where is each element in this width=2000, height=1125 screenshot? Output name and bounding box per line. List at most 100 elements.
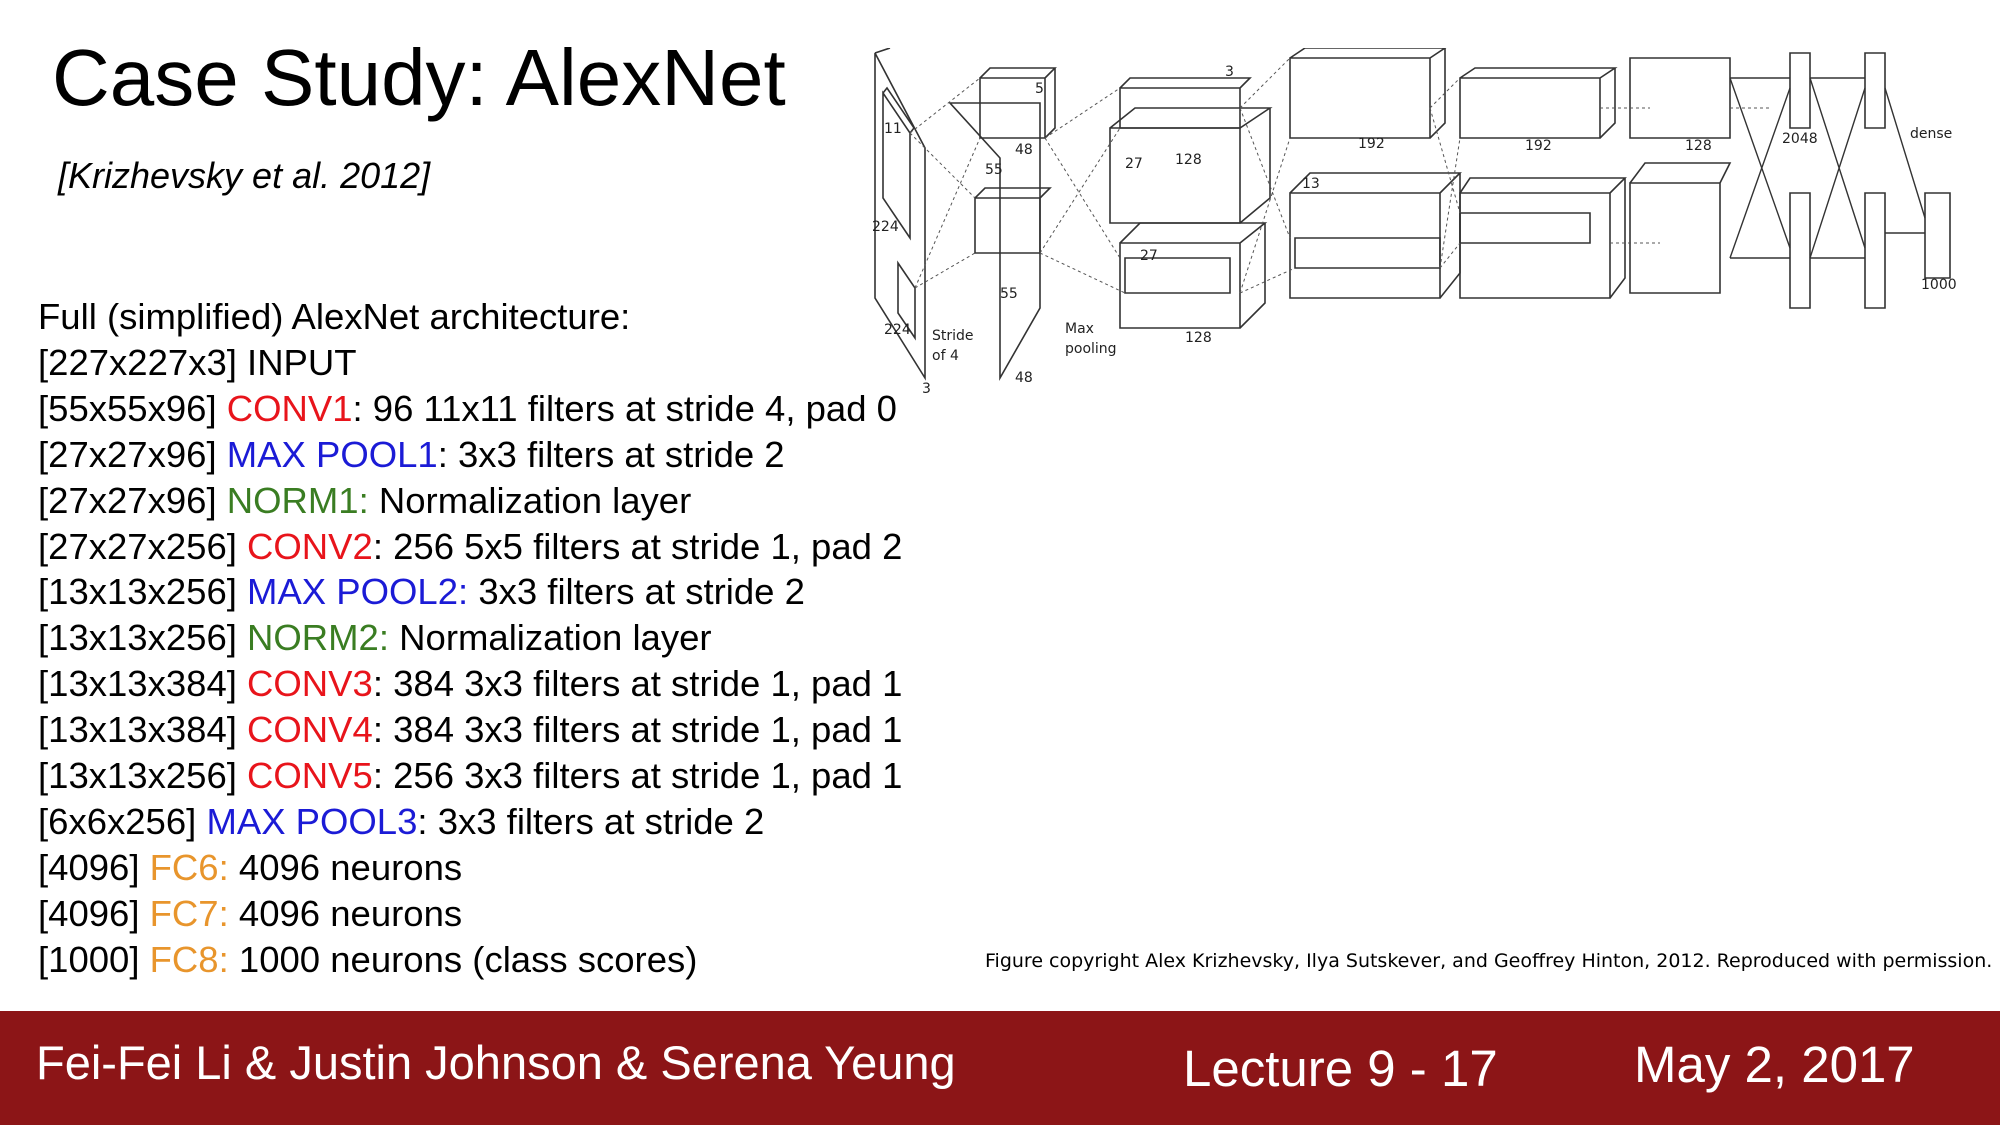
layer-shape: [55x55x96] (38, 387, 217, 429)
layer-shape: [13x13x256] (38, 571, 237, 613)
label-stride-of: of 4 (932, 348, 959, 364)
layer-line: [13x13x256] MAX POOL2: 3x3 filters at st… (38, 569, 902, 615)
layer-name: NORM1: (226, 479, 369, 521)
label-conv2-size: 27 (1125, 156, 1143, 172)
layer-description: 4096 neurons (238, 892, 463, 934)
label-conv4-depth: 192 (1525, 138, 1552, 154)
conv4-bottom-kernel (1459, 212, 1591, 244)
dense-connections (1729, 77, 1926, 259)
label-max-pooling-1: Max (1065, 321, 1094, 337)
label-stride: Stride (932, 328, 974, 344)
footer-date: May 2, 2017 (1634, 1036, 1915, 1093)
label-conv2-size-bottom: 27 (1140, 248, 1158, 264)
layer-line: [6x6x256] MAX POOL3: 3x3 filters at stri… (38, 799, 902, 845)
layer-description: INPUT (247, 341, 357, 383)
architecture-list: Full (simplified) AlexNet architecture: … (38, 294, 902, 983)
layer-line: [27x27x96] MAX POOL1: 3x3 filters at str… (38, 432, 902, 478)
layer-line: [1000] FC8: 1000 neurons (class scores) (38, 937, 902, 983)
conv2-bottom-kernel (1124, 257, 1231, 294)
layer-name: NORM2: (247, 617, 390, 659)
layer-description: : 256 3x3 filters at stride 1, pad 1 (372, 755, 903, 797)
label-output: 1000 (1921, 277, 1957, 293)
label-max-pooling-2: pooling (1065, 341, 1117, 357)
layer-line: [4096] FC7: 4096 neurons (38, 891, 902, 937)
layer-name: FC8: (149, 938, 229, 980)
layer-line: [4096] FC6: 4096 neurons (38, 845, 902, 891)
layer-shape: [6x6x256] (38, 800, 197, 842)
layer-shape: [27x27x256] (38, 525, 237, 567)
layer-description: : 3x3 filters at stride 2 (417, 800, 765, 842)
fc6-top (1789, 52, 1811, 129)
label-conv-size-13: 13 (1302, 176, 1320, 192)
layer-line: [13x13x384] CONV4: 384 3x3 filters at st… (38, 707, 902, 753)
layer-shape: [13x13x384] (38, 709, 237, 751)
label-conv2-depth: 128 (1175, 152, 1202, 168)
label-conv5-depth: 128 (1685, 138, 1712, 154)
layer-name: MAX POOL1 (226, 433, 438, 475)
layer-line: [55x55x96] CONV1: 96 11x11 filters at st… (38, 386, 902, 432)
layer-description: : 3x3 filters at stride 2 (437, 433, 785, 475)
conv5-top-block (1629, 57, 1731, 139)
layer-shape: [4096] (38, 846, 140, 888)
layer-name: FC6: (149, 846, 229, 888)
layer-description: : 96 11x11 filters at stride 4, pad 0 (352, 387, 897, 429)
layer-shape: [4096] (38, 892, 140, 934)
conv1-top-block (948, 102, 1041, 382)
layer-name: CONV2 (247, 525, 373, 567)
label-conv1-size-bottom: 55 (1000, 286, 1018, 302)
layer-shape: [13x13x256] (38, 617, 237, 659)
layer-shape: [27x27x96] (38, 433, 217, 475)
fc7-top (1864, 52, 1886, 129)
fc7-bottom (1864, 192, 1886, 309)
label-conv3-depth: 192 (1358, 136, 1385, 152)
layer-description: 4096 neurons (238, 846, 463, 888)
conv1-bottom-kernel (974, 187, 1052, 254)
label-fc-2048: 2048 (1782, 131, 1818, 147)
input-block (874, 48, 926, 381)
footer-authors: Fei-Fei Li & Justin Johnson & Serena Yeu… (36, 1036, 956, 1089)
layer-name: MAX POOL2: (247, 571, 469, 613)
fc6-bottom (1789, 192, 1811, 309)
label-input-size-bottom: 224 (884, 322, 911, 338)
layer-name: CONV5 (247, 755, 373, 797)
layer-description: : 384 3x3 filters at stride 1, pad 1 (372, 663, 903, 705)
layer-name: FC7: (149, 892, 229, 934)
input-kernel-bottom (897, 260, 916, 341)
conv3-top-block (1289, 48, 1447, 139)
layer-line: [27x27x96] NORM1: Normalization layer (38, 478, 902, 524)
layer-name: MAX POOL3 (206, 800, 418, 842)
fc8-output (1924, 192, 1951, 279)
figure-copyright: Figure copyright Alex Krizhevsky, Ilya S… (985, 950, 1993, 972)
conv4-bottom-block (1459, 177, 1627, 299)
layer-description: Normalization layer (399, 617, 712, 659)
layer-lines: [227x227x3] INPUT[55x55x96] CONV1: 96 11… (38, 340, 902, 983)
layer-shape: [227x227x3] (38, 341, 237, 383)
label-conv1-depth-bottom: 48 (1015, 370, 1033, 386)
layer-line: [13x13x256] CONV5: 256 3x3 filters at st… (38, 753, 902, 799)
footer-lecture: Lecture 9 - 17 (1183, 1040, 1498, 1097)
layer-description: : 256 5x5 filters at stride 1, pad 2 (372, 525, 903, 567)
citation: [Krizhevsky et al. 2012] (58, 155, 431, 196)
layer-shape: [13x13x256] (38, 755, 237, 797)
conv4-top-block (1459, 67, 1618, 139)
slide-title: Case Study: AlexNet (52, 33, 786, 122)
layer-description: 3x3 filters at stride 2 (478, 571, 805, 613)
layer-shape: [13x13x384] (38, 663, 237, 705)
conv5-bottom-block (1629, 162, 1732, 294)
connection-lines (909, 57, 1770, 294)
alexnet-diagram: 224 224 3 11 Stride of 4 55 55 48 48 5 2… (872, 48, 1957, 397)
label-input-size: 224 (872, 219, 899, 235)
layer-line: [227x227x3] INPUT (38, 340, 902, 386)
architecture-heading: Full (simplified) AlexNet architecture: (38, 296, 631, 337)
footer-bar: Fei-Fei Li & Justin Johnson & Serena Yeu… (0, 1011, 2000, 1125)
layer-description: 1000 neurons (class scores) (238, 938, 698, 980)
label-k3: 3 (1225, 64, 1234, 80)
label-k5: 5 (1035, 81, 1044, 97)
layer-name: CONV1 (226, 387, 353, 429)
layer-line: [13x13x256] NORM2: Normalization layer (38, 615, 902, 661)
label-kernel-11: 11 (884, 121, 902, 137)
layer-shape: [1000] (38, 938, 140, 980)
label-conv1-depth: 48 (1015, 142, 1033, 158)
layer-line: [13x13x384] CONV3: 384 3x3 filters at st… (38, 661, 902, 707)
layer-description: : 384 3x3 filters at stride 1, pad 1 (372, 709, 903, 751)
